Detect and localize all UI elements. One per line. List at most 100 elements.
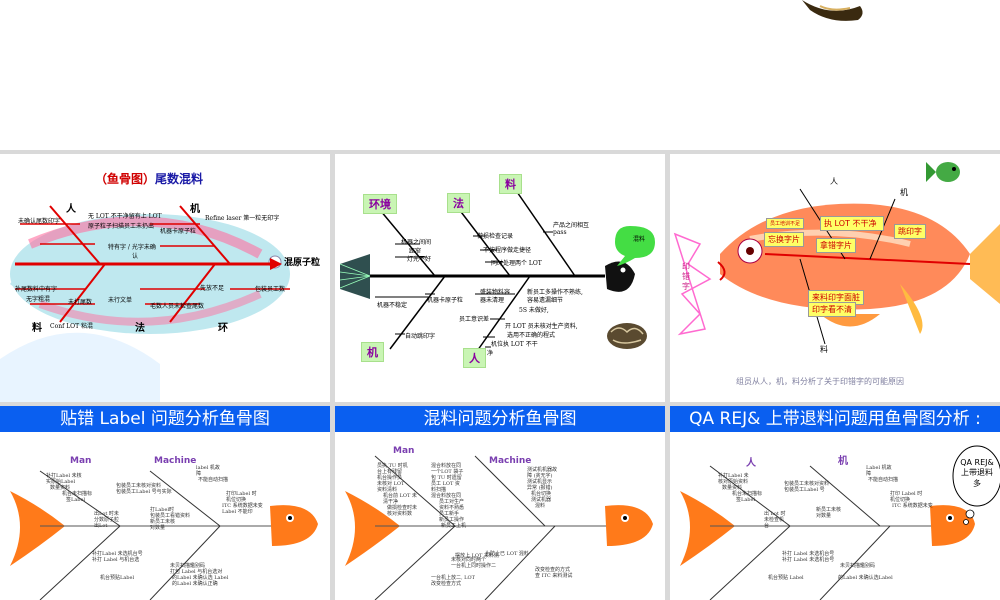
cause-text: 摆放上 LOT 来料测 bbox=[455, 553, 499, 559]
slide-thumbnail-5[interactable]: 混料问题分析鱼骨图 Man Machine 员执 TU 时机 台上有残留 机台操… bbox=[335, 406, 665, 600]
cause-text: 补尾数料中有字 bbox=[15, 286, 58, 293]
category-liao: 料 bbox=[820, 345, 828, 354]
cause-text: 无字粗混 bbox=[26, 296, 51, 303]
cause-text: 无 LOT 不干净留有上 LOT bbox=[88, 213, 162, 220]
bubble-text: 混料 bbox=[633, 236, 646, 243]
cause-text: 未打尾数 bbox=[68, 299, 93, 306]
category-man: Man bbox=[393, 446, 415, 456]
cause-text: 打包 Label 与机台选对 bbox=[170, 569, 223, 575]
cause-text: 签Label bbox=[66, 497, 86, 503]
cause-text: 出Lot 时未 bbox=[94, 511, 119, 517]
cause-text: 机器不稳定 bbox=[377, 302, 408, 309]
slide-title: （鱼骨图）尾数混料 bbox=[95, 172, 204, 186]
category-huan: 环 bbox=[218, 323, 228, 334]
slide-thumbnail-1[interactable]: （鱼骨图）尾数混料 人 机 料 法 环 混原子粒 未确认尾数印字 无 LOT 不… bbox=[0, 154, 330, 402]
slide-banner: 混料问题分析鱼骨图 bbox=[335, 406, 665, 432]
cause-text: 一台机上同时操作二 bbox=[451, 563, 497, 569]
cause-text: ITC 系统数据未变 bbox=[222, 503, 263, 509]
cause-text: 台 bbox=[764, 523, 770, 529]
category-liao: 料 bbox=[499, 174, 522, 194]
speech-bubble-icon bbox=[615, 226, 655, 266]
cause-text: 补打Label 未核 bbox=[46, 473, 82, 479]
slide-thumbnail-2[interactable]: 环境 法 料 机 人 机器之间间 距窄 灯光不好 机器不稳定 自动跳印字 做损检… bbox=[335, 154, 665, 402]
cause-text: 员工对生产 bbox=[439, 499, 465, 505]
category-ji: 机 bbox=[900, 188, 908, 197]
category-ji: 机 bbox=[361, 342, 384, 362]
effect-label: 混原子粒 bbox=[284, 258, 321, 268]
cause-box: 印字看不清 bbox=[808, 302, 856, 317]
cause-text: 做损检查记录 bbox=[477, 233, 514, 240]
slide-thumbnail-6[interactable]: QA REJ& 上带退料问题用鱼骨图分析 : QA REJ& 上带退料多 人 机… bbox=[670, 406, 1000, 600]
cause-text: 认 bbox=[132, 253, 139, 260]
category-ren: 人 bbox=[830, 177, 838, 186]
cause-text: 补打Label 未 bbox=[718, 473, 749, 479]
fish-icon bbox=[926, 162, 960, 182]
cause-text: 打印 Label 时 bbox=[890, 491, 923, 497]
cause-text: 障 bbox=[866, 471, 872, 477]
cause-text: 打Label时 bbox=[150, 507, 175, 513]
effect-label: 印错字 bbox=[682, 262, 690, 291]
cause-text: 灯光不好 bbox=[407, 256, 432, 263]
cause-text: Refine laser 第一粒无印字 bbox=[205, 215, 280, 222]
cause-text: 包装员工Label 号与实际 bbox=[116, 489, 172, 495]
cause-text: 混料 bbox=[535, 503, 546, 509]
cause-text: 机位切换 bbox=[226, 497, 247, 503]
fish-illustration bbox=[345, 455, 653, 600]
cause-text: 机器之间间 bbox=[401, 239, 432, 246]
cause-text: 测试机显示 bbox=[527, 479, 553, 485]
cause-text: 新员工多操作不熟练, bbox=[527, 289, 583, 296]
cause-text: 对数量 bbox=[150, 525, 166, 531]
cause-text: 未确认尾数印字 bbox=[18, 218, 61, 225]
cause-box: 跳印字 bbox=[894, 224, 926, 239]
cause-text: 核对资料数 bbox=[387, 511, 413, 517]
cause-text: 机台预贴 Label bbox=[768, 575, 804, 581]
cause-box: 执 LOT 不干净 bbox=[820, 216, 884, 231]
slide-thumbnail-3[interactable]: 印错字 人 机 料 员工培训不足 忘换字片 执 LOT 不干净 拿错字片 跳印字… bbox=[670, 154, 1000, 402]
cause-text: 员工 LOT 资 bbox=[431, 481, 460, 487]
fish-illustration bbox=[10, 470, 318, 600]
cause-text: 同时处理两个 LOT bbox=[491, 260, 542, 267]
cause-text: 原子粒子扫描员工未扔出 bbox=[88, 223, 155, 230]
cause-text: 未行文单 bbox=[108, 297, 133, 304]
cause-text: 数量资料 bbox=[722, 485, 743, 491]
cause-text: 包装员工Label 号 bbox=[784, 487, 825, 493]
cause-text: 新员工未核 bbox=[150, 519, 176, 525]
slide-banner: 贴错 Label 问题分析鱼骨图 bbox=[0, 406, 330, 432]
cause-text: 一个LOT 袋子 bbox=[431, 469, 464, 475]
cause-text: 混合料放在同 bbox=[431, 493, 462, 499]
cause-text: 机器卡原子粒 bbox=[160, 228, 197, 235]
cause-text: 补打Label 未选机台号 bbox=[92, 551, 143, 557]
cause-text: 补打 Label 未选机台号 bbox=[782, 551, 835, 557]
cause-text: 混合料放在同 bbox=[431, 463, 462, 469]
brain-icon bbox=[607, 323, 647, 349]
category-huanjing: 环境 bbox=[363, 194, 397, 214]
cause-text: 员工新手 bbox=[439, 511, 460, 517]
thought-bubble-icon bbox=[952, 445, 1000, 525]
cause-text: 未检查机 bbox=[764, 517, 785, 523]
cause-text: 测试机器 bbox=[531, 497, 552, 503]
category-machine: Machine bbox=[489, 456, 532, 466]
cause-text: 净 bbox=[487, 350, 494, 357]
cause-text: 机台操作员 bbox=[377, 475, 403, 481]
cause-text: 出Lot bbox=[94, 523, 108, 529]
cause-text: 清干净 bbox=[383, 499, 399, 505]
cause-text: 包装员工看错资料 bbox=[150, 513, 191, 519]
cause-text: 为防止已 LOT 混料 bbox=[485, 551, 529, 557]
cause-box: 拿错字片 bbox=[816, 238, 856, 253]
cause-text: 选用不正确的程式 bbox=[507, 332, 556, 339]
cause-text: 查 ITC 来料测试 bbox=[535, 573, 573, 579]
category-ji: 机 bbox=[838, 456, 848, 467]
cause-text: Conf LOT 粘混 bbox=[50, 323, 94, 330]
cause-text: label 机故 bbox=[196, 465, 220, 471]
cause-text: 未核对同时两个 bbox=[451, 557, 487, 563]
cause-text: 对数量 bbox=[816, 513, 832, 519]
cause-text: 器未清理 bbox=[480, 297, 505, 304]
slide-thumbnail-4[interactable]: 贴错 Label 问题分析鱼骨图 Man Machine 补打Label 未核 … bbox=[0, 406, 330, 600]
fish-illustration bbox=[673, 162, 1000, 345]
cause-text: 未贝扫描鑑别码 bbox=[840, 563, 876, 569]
cause-text: 做损检查时未 bbox=[387, 505, 418, 511]
cause-text: 打印Label 时 bbox=[226, 491, 257, 497]
cause-text: Label 机故 bbox=[866, 465, 892, 471]
bubble-text: QA REJ& 上带退料多 bbox=[960, 458, 994, 488]
cause-text: 核对原始资料 bbox=[718, 479, 749, 485]
